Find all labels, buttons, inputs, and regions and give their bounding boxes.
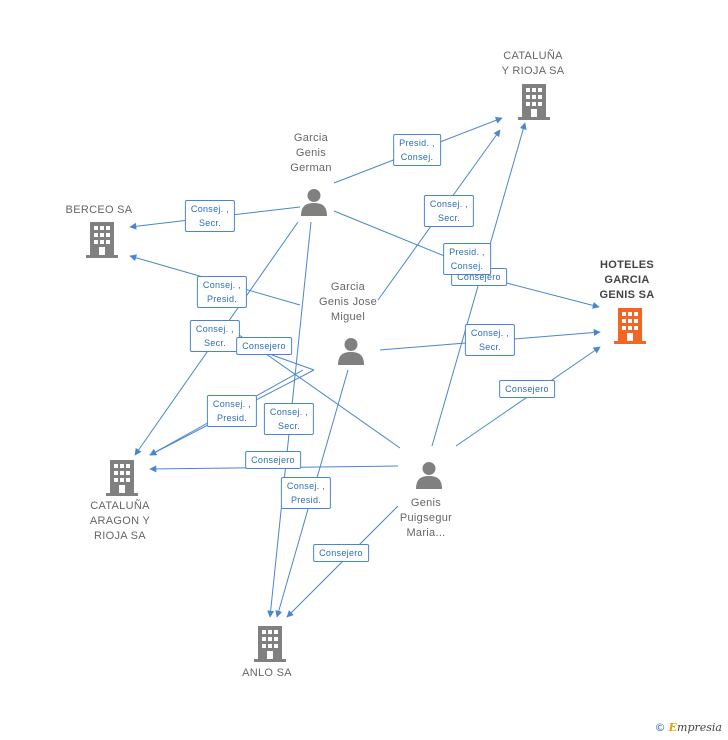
node-label-garcia-jose[interactable]: Garcia Genis Jose Miguel (318, 281, 378, 323)
edge-label[interactable]: Consej. , Secr. (423, 195, 475, 227)
brand-initial: E (668, 721, 678, 734)
building-icon-hoteles[interactable] (614, 308, 646, 344)
edge-label[interactable]: Consejero (499, 380, 555, 398)
building-icon-anlo[interactable] (254, 626, 286, 662)
edge-label[interactable]: Consej. , Secr. (184, 200, 236, 232)
building-icon-cataluna-rioja[interactable] (518, 84, 550, 120)
edge-label[interactable]: Consej. , Secr. (464, 324, 516, 356)
building-icon-berceo[interactable] (86, 222, 118, 258)
person-icon-garcia-german[interactable] (299, 187, 329, 217)
node-label-berceo[interactable]: BERCEO SA (65, 204, 133, 216)
node-label-genis-maria[interactable]: Genis Puigsegur Maria... (399, 497, 453, 539)
edge-label[interactable]: Consej. , Secr. (263, 403, 315, 435)
person-icon-garcia-jose[interactable] (336, 336, 366, 366)
node-label-anlo[interactable]: ANLO SA (242, 667, 292, 679)
brand-name: mpresia (677, 721, 722, 734)
node-label-cataluna-aragon[interactable]: CATALUÑA ARAGON Y RIOJA SA (89, 500, 151, 542)
edge-label[interactable]: Consej. , Secr. (189, 320, 241, 352)
edge-label[interactable]: Consej. , Presid. (196, 276, 248, 308)
edge-label[interactable]: Consej. , Presid. (280, 477, 332, 509)
person-icon-genis-maria[interactable] (414, 460, 444, 490)
edge-label[interactable]: Presid. , Consej. (393, 134, 441, 166)
edge-label[interactable]: Consejero (245, 451, 301, 469)
building-icon-cataluna-aragon[interactable] (106, 460, 138, 496)
edge-label[interactable]: Presid. , Consej. (443, 243, 491, 275)
node-label-garcia-german[interactable]: Garcia Genis German (290, 132, 332, 174)
empresia-logo: ©Empresia (655, 721, 722, 734)
edge-label[interactable]: Consejero (313, 544, 369, 562)
copyright-icon: © (654, 721, 666, 734)
edge-label[interactable]: Consej. , Presid. (206, 395, 258, 427)
node-label-cataluna-rioja[interactable]: CATALUÑA Y RIOJA SA (501, 50, 565, 77)
node-label-hoteles[interactable]: HOTELES GARCIA GENIS SA (599, 259, 655, 301)
edge-label[interactable]: Consejero (236, 337, 292, 355)
